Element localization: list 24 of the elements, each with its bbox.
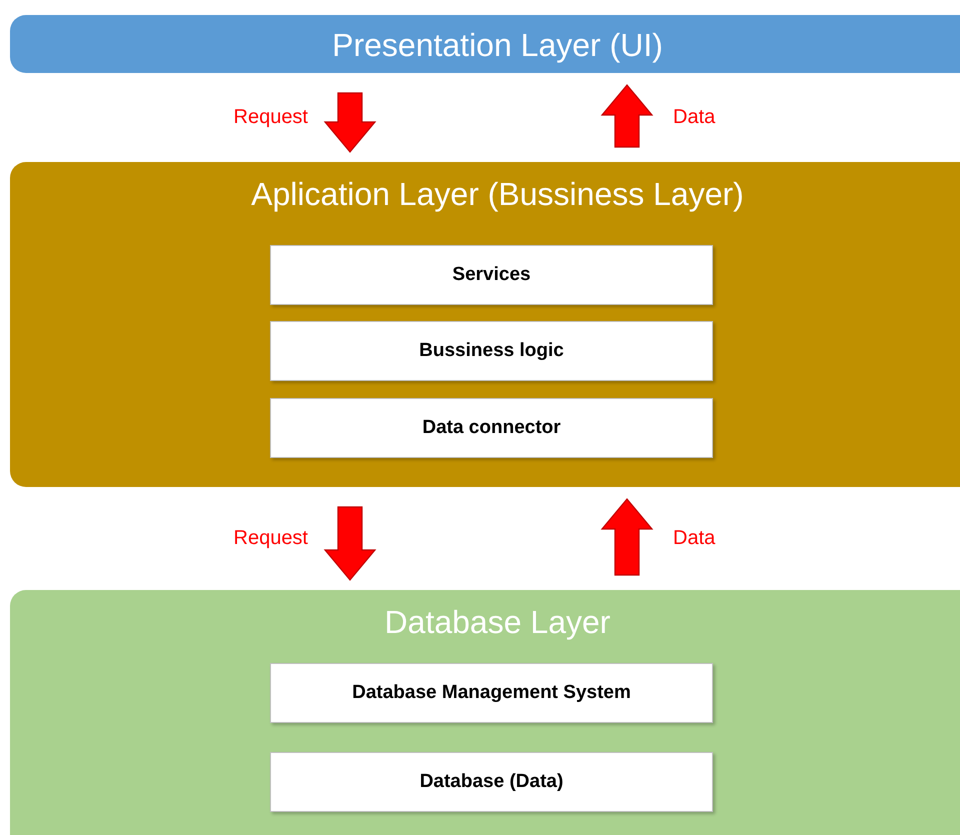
block-arrow	[600, 84, 654, 148]
layer-panel	[10, 162, 960, 487]
component-box	[270, 398, 713, 458]
component-label: Services	[452, 262, 531, 287]
edge-label: Data	[673, 104, 716, 130]
layer-title: Presentation Layer (UI)	[331, 26, 664, 65]
component-box	[270, 321, 713, 381]
block-arrow	[324, 92, 376, 153]
component-box	[270, 663, 713, 723]
layer-panel	[10, 15, 960, 73]
component-label: Data connector	[422, 416, 561, 440]
component-label: Database (Data)	[420, 770, 564, 794]
component-box	[270, 752, 713, 812]
edge-label: Request	[234, 104, 308, 130]
layer-title: Database Layer	[384, 603, 612, 642]
edge-label: Request	[234, 526, 308, 550]
component-label: Database Management System	[352, 680, 631, 705]
layer-title: Aplication Layer (Bussiness Layer)	[250, 175, 745, 214]
component-label: Bussiness logic	[419, 338, 564, 363]
layer-panel	[10, 590, 960, 835]
block-arrow	[600, 498, 654, 576]
component-box	[270, 245, 713, 305]
edge-label: Data	[673, 526, 716, 550]
block-arrow	[324, 506, 376, 581]
